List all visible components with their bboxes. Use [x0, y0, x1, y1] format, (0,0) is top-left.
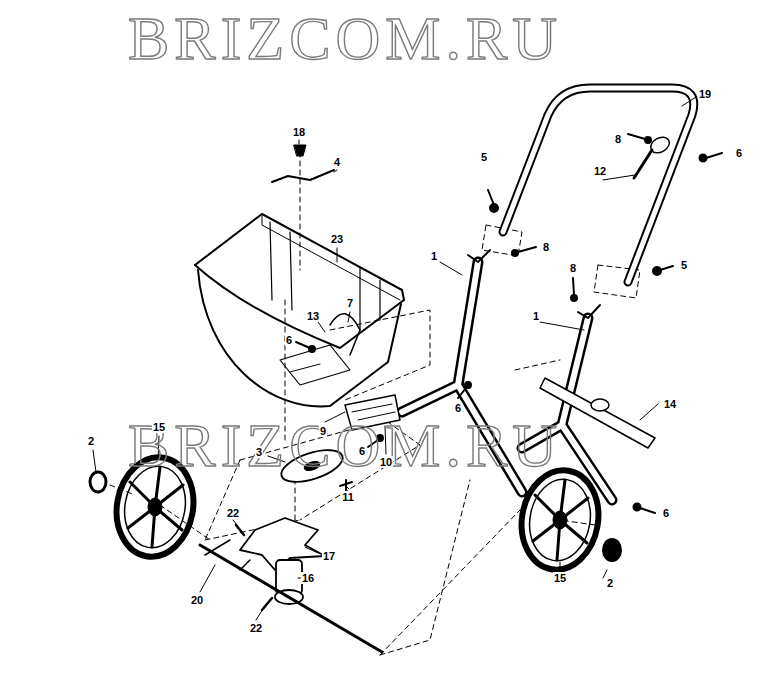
callout-number: 16 [301, 572, 315, 584]
callout-number: 8 [569, 262, 577, 274]
callout-number: 11 [341, 491, 355, 503]
watermark: BRIZCOM.RU [128, 7, 562, 69]
callout-number: 6 [285, 334, 293, 346]
watermark: BRIZCOM.RU [128, 414, 562, 476]
callout-number: 23 [330, 233, 344, 245]
callout-number: 18 [292, 126, 306, 138]
callout-number: 17 [322, 550, 336, 562]
callout-number: 4 [333, 156, 341, 168]
callout-number: 19 [698, 88, 712, 100]
callout-number: 5 [480, 151, 488, 163]
callout-number: 22 [249, 622, 263, 634]
callout-number: 1 [532, 310, 540, 322]
callout-number: 7 [346, 297, 354, 309]
callout-number: 20 [190, 594, 204, 606]
callout-number: 6 [735, 147, 743, 159]
callout-number: 8 [542, 241, 550, 253]
callout-number: 9 [319, 425, 327, 437]
callout-number: 1 [430, 250, 438, 262]
callout-number: 6 [662, 507, 670, 519]
callout-number: 10 [379, 456, 393, 468]
callout-number: 15 [553, 572, 567, 584]
callout-number: 3 [255, 446, 263, 458]
callout-number: 2 [87, 435, 95, 447]
callout-number: 12 [593, 165, 607, 177]
callout-number: 2 [606, 577, 614, 589]
callout-number: 8 [614, 133, 622, 145]
callout-number: 6 [358, 445, 366, 457]
callout-number: 13 [306, 310, 320, 322]
callout-number: 6 [454, 402, 462, 414]
callout-number: 22 [226, 507, 240, 519]
callout-number: 5 [680, 259, 688, 271]
callout-number: 15 [152, 421, 166, 433]
callout-number: 14 [663, 398, 677, 410]
